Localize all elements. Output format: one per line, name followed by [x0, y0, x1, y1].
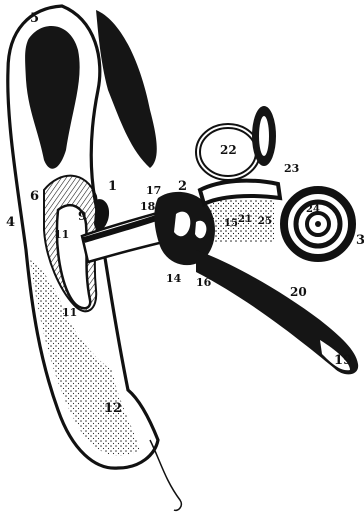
- label-20: 20: [290, 285, 307, 299]
- label-24: 24: [306, 204, 320, 215]
- label-14: 14: [166, 272, 182, 285]
- label-25: 25: [258, 216, 272, 227]
- middle-ear: [154, 192, 274, 265]
- label-5: 5: [30, 11, 39, 26]
- label-6: 6: [30, 189, 39, 204]
- label-3: 3: [356, 233, 364, 248]
- label-9: 9: [78, 209, 86, 223]
- semicircular-canals: [198, 106, 280, 204]
- label-16: 16: [196, 276, 212, 289]
- label-15: 15: [224, 218, 238, 229]
- label-4: 4: [6, 215, 15, 230]
- label-2: 2: [178, 179, 187, 194]
- label-18: 18: [140, 200, 156, 213]
- cochlea: [284, 190, 352, 258]
- label-23: 23: [284, 162, 299, 175]
- label-12: 12: [104, 401, 122, 416]
- label-21: 21: [238, 214, 252, 225]
- label-11: 11: [54, 228, 69, 241]
- label-17: 17: [146, 184, 161, 197]
- label-22: 22: [220, 143, 237, 157]
- label-11b: 11: [62, 306, 77, 319]
- label-1: 1: [108, 179, 117, 194]
- label-19: 19: [334, 353, 352, 368]
